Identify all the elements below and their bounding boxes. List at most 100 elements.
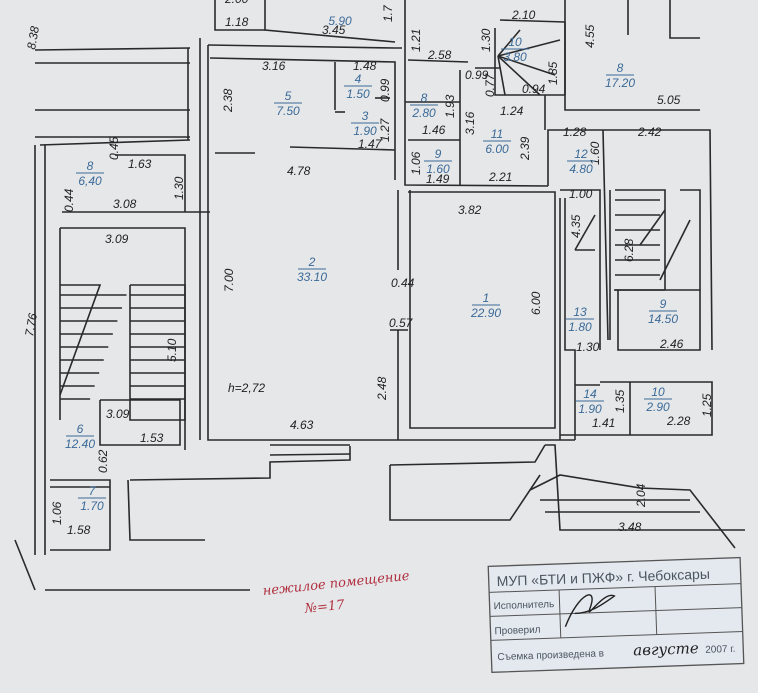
dimension-label: 5.10 (165, 338, 179, 362)
room-number: 3 (362, 109, 369, 123)
room-number: 12 (574, 147, 588, 161)
wall-line (207, 45, 575, 441)
dimension-label: 1.25 (700, 393, 714, 417)
wall-line (669, 0, 700, 39)
room-label: 5.90 (328, 14, 352, 28)
wall-line (59, 284, 102, 396)
room-number: 9 (435, 147, 442, 161)
wall-line (34, 47, 191, 51)
room-area: 17.20 (605, 76, 635, 90)
room-label: 102.90 (644, 385, 672, 414)
wall-line (214, 0, 265, 31)
stamp-executor: Исполнитель (493, 599, 554, 612)
dimension-label: 2.42 (637, 125, 662, 139)
room-number: 2 (308, 255, 316, 269)
dimension-label: 1.00 (569, 187, 593, 201)
room-number: 8 (421, 91, 428, 105)
wall-line (209, 57, 396, 180)
stamp-month: августе (633, 639, 699, 659)
dimension-labels: 1.183.458.383.162.381.480.991.271.474.78… (22, 0, 714, 537)
room-area: 22.90 (470, 306, 501, 320)
room-label: 141.90 (576, 387, 604, 416)
wall-line (269, 453, 351, 456)
dimension-label: 1.60 (588, 141, 602, 165)
wall-line (602, 129, 609, 341)
handwritten-note: нежилое помещение №=17 (262, 569, 410, 617)
wall-line (389, 444, 546, 466)
dimension-label: 0.44 (62, 188, 76, 212)
dimension-label: 1.27 (378, 117, 392, 142)
dimension-label: 1.49 (426, 172, 450, 186)
dimension-label: 1.06 (50, 501, 64, 525)
dimension-label: 1.21 (409, 29, 423, 52)
dimension-label: 1.35 (613, 389, 627, 413)
dimension-label: 1.47 (358, 137, 383, 151)
dimension-label: 2.00 (224, 0, 249, 6)
dimension-label: 1.93 (443, 94, 457, 118)
signature (564, 594, 616, 627)
room-area: 2.80 (411, 106, 436, 120)
room-area: 1.80 (568, 320, 592, 334)
wall-line (615, 189, 666, 290)
room-label: 233.10 (297, 255, 327, 284)
dimension-label: 2.21 (488, 170, 512, 184)
dimension-label: 3.09 (105, 232, 129, 246)
dimension-label: 7.76 (22, 312, 40, 338)
wall-line (129, 446, 351, 481)
room-number: 10 (651, 385, 665, 399)
room-label: 116.00 (483, 127, 511, 156)
room-area: 4.80 (569, 162, 593, 176)
dimension-label: 0.94 (522, 82, 546, 96)
room-label: 86,40 (76, 159, 104, 188)
dimension-label: 6.28 (622, 238, 636, 262)
room-number: 7 (89, 484, 97, 498)
room-number: 6 (77, 422, 84, 436)
room-label: 817.20 (605, 61, 635, 90)
dimension-label: 1.85 (546, 61, 560, 85)
room-area: 1.70 (80, 499, 104, 513)
wall-line (289, 146, 396, 151)
dimension-label: 3.16 (262, 59, 286, 73)
stamp-year: 2007 г. (705, 644, 736, 656)
stamp-block: МУП «БТИ и ПЖФ» г. Чебоксары Исполнитель… (487, 556, 745, 674)
ceiling-height: h=2,72 (228, 381, 265, 395)
room-area: 5.90 (328, 14, 352, 28)
dimension-label: 2.10 (511, 8, 536, 22)
dimension-label: 1.48 (353, 59, 377, 73)
room-number: 13 (573, 305, 587, 319)
room-area: 1.60 (426, 162, 450, 176)
room-number: 9 (660, 297, 667, 311)
wall-line (494, 28, 565, 96)
dimension-label: 2.38 (221, 88, 235, 113)
dimension-label: 0.99 (465, 68, 489, 82)
room-area: 1.90 (353, 124, 377, 138)
dimension-label: 4.63 (290, 418, 314, 432)
room-label: 82.80 (410, 91, 438, 120)
wall-line (560, 189, 601, 350)
wall-line (639, 209, 666, 246)
wall-line (659, 219, 691, 281)
room-area: 33.10 (297, 270, 327, 284)
wall-line (574, 214, 596, 251)
wall-line (499, 19, 566, 23)
room-number: 8 (87, 159, 94, 173)
room-label: 71.70 (78, 484, 106, 513)
dimension-label: 1.58 (67, 523, 91, 537)
room-label: 57.50 (274, 89, 302, 118)
wall-line (127, 479, 205, 541)
dimension-label: 0.45 (107, 136, 121, 160)
dimension-label: 4.55 (583, 24, 597, 48)
room-number: 8 (617, 61, 624, 75)
dimension-label: 3.82 (458, 203, 482, 217)
stamp-checked: Проверил (494, 625, 541, 638)
wall-line (404, 0, 549, 187)
dimension-label: 1.06 (409, 151, 423, 175)
dimension-label: 7.00 (222, 268, 236, 292)
room-number: 10 (508, 35, 522, 49)
room-area: 1.90 (578, 402, 602, 416)
wall-line (547, 129, 608, 186)
room-labels: 57.5041.5031.9086,40233.10612.4071.70103… (65, 14, 678, 513)
dimension-label: 1.24 (500, 104, 524, 118)
room-area: 2.90 (645, 400, 670, 414)
room-label: 31.90 (351, 109, 379, 138)
